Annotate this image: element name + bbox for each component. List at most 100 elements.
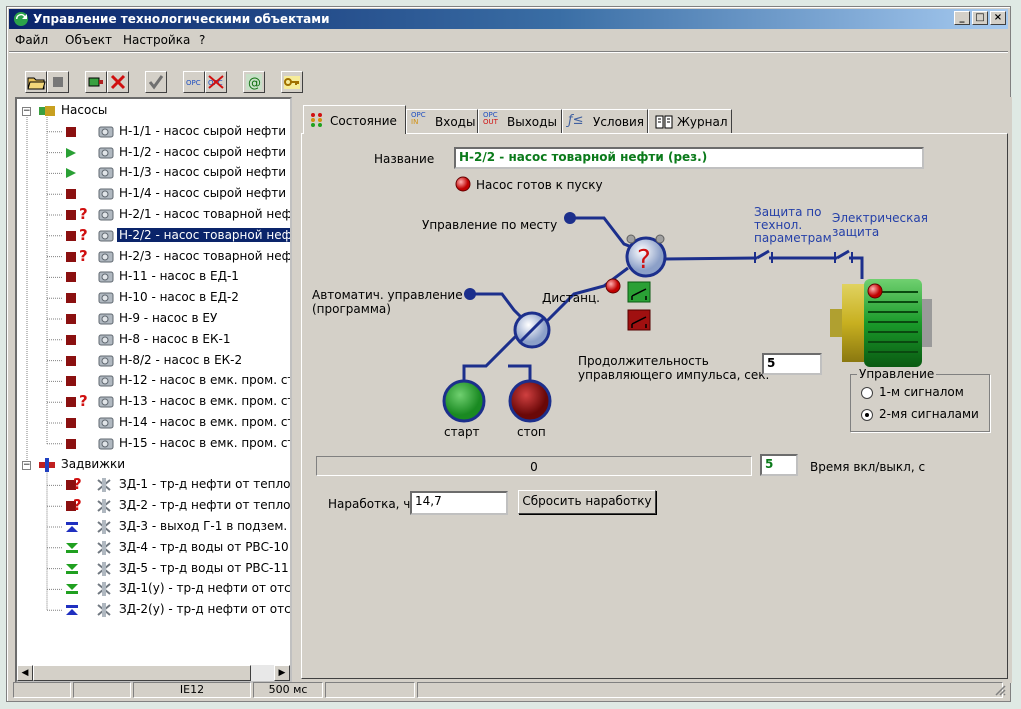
tree-item-label: ЗД-2(у) - тр-д нефти от отстой bbox=[119, 602, 291, 617]
tree-item[interactable]: Н-1/4 - насос сырой нефти (у) bbox=[17, 184, 290, 204]
stop-icon[interactable] bbox=[47, 71, 69, 93]
status-cell-5 bbox=[325, 682, 415, 698]
stopped-status-icon bbox=[65, 188, 77, 200]
tree-item-label: ЗД-1 - тр-д нефти от теплооб. bbox=[119, 477, 292, 492]
tree-item[interactable]: ?Н-2/3 - насос товарной нефти bbox=[17, 247, 290, 267]
tree-item[interactable]: Н-15 - насос в емк. пром. сток bbox=[17, 434, 290, 454]
checkmark-icon[interactable] bbox=[145, 71, 167, 93]
menu-settings[interactable]: Настройка bbox=[123, 33, 191, 47]
scroll-thumb[interactable] bbox=[33, 665, 251, 681]
menu-file[interactable]: Файл bbox=[15, 33, 49, 47]
pump-icon bbox=[97, 270, 115, 284]
tree-item[interactable]: Н-1/2 - насос сырой нефти (д) bbox=[17, 143, 290, 163]
motor-alarm-icon bbox=[867, 283, 883, 299]
resize-grip-icon[interactable] bbox=[994, 684, 1006, 696]
opc-disconnect-icon[interactable]: OPC bbox=[205, 71, 227, 93]
pulse-duration-field[interactable]: 5 bbox=[762, 353, 822, 375]
main-control-valve[interactable] bbox=[625, 236, 667, 278]
menu-object[interactable]: Объект bbox=[65, 33, 112, 47]
collapse-icon[interactable]: − bbox=[22, 459, 31, 470]
question-mark-icon: ? bbox=[79, 392, 88, 411]
tree-horizontal-scrollbar[interactable]: ◀ ▶ bbox=[17, 665, 290, 681]
tree-item[interactable]: Н-8/2 - насос в ЕК-2 bbox=[17, 351, 290, 371]
name-field[interactable]: Н-2/2 - насос товарной нефти (рез.) bbox=[454, 147, 924, 169]
valve-icon bbox=[95, 603, 113, 618]
switch-time-field[interactable]: 5 bbox=[760, 454, 798, 476]
remote-off-switch-icon[interactable] bbox=[627, 309, 651, 331]
tree-item[interactable]: Н-9 - насос в ЕУ bbox=[17, 309, 290, 329]
auto-control-label: Автоматич. управление bbox=[312, 288, 463, 302]
tree-item[interactable]: Н-1/1 - насос сырой нефти (д) bbox=[17, 122, 290, 142]
tech-protection-label-3: параметрам bbox=[754, 231, 832, 245]
at-icon[interactable]: @ bbox=[243, 71, 265, 93]
radio-one-signal-label: 1-м сигналом bbox=[879, 385, 964, 399]
stop-button[interactable] bbox=[508, 379, 552, 423]
scroll-right-icon[interactable]: ▶ bbox=[274, 665, 290, 681]
status-dots-icon bbox=[311, 113, 322, 127]
pump-icon bbox=[97, 250, 115, 264]
open-folder-icon[interactable] bbox=[25, 71, 47, 93]
maximize-button[interactable]: □ bbox=[972, 11, 988, 25]
tree-item[interactable]: ЗД-2(у) - тр-д нефти от отстой bbox=[17, 600, 290, 620]
collapse-icon[interactable]: − bbox=[22, 106, 31, 116]
tree-item[interactable]: ЗД-5 - тр-д воды от РВС-11 на bbox=[17, 559, 290, 579]
tab-log[interactable]: Журнал bbox=[648, 109, 732, 133]
tab-conditions[interactable]: ƒ≤ Условия bbox=[562, 109, 648, 133]
connect-icon[interactable] bbox=[85, 71, 107, 93]
delete-icon[interactable] bbox=[107, 71, 129, 93]
radio-one-signal[interactable] bbox=[861, 387, 873, 399]
tree-item[interactable]: ЗД-3 - выход Г-1 в подзем. ем bbox=[17, 517, 290, 537]
start-button[interactable] bbox=[442, 379, 486, 423]
auto-control-node[interactable] bbox=[464, 288, 476, 300]
start-label: старт bbox=[444, 425, 480, 439]
status-cell-interval: 500 мс bbox=[253, 682, 323, 698]
tech-protection-label-1: Защита по bbox=[754, 205, 822, 219]
pump-icon bbox=[97, 416, 115, 430]
status-cell-6 bbox=[417, 682, 1003, 698]
runtime-field[interactable]: 14,7 bbox=[410, 491, 508, 515]
pump-group-icon bbox=[37, 104, 57, 118]
close-button[interactable]: × bbox=[990, 11, 1006, 25]
tree-item[interactable]: ?Н-13 - насос в емк. пром. сток bbox=[17, 392, 290, 412]
tab-state[interactable]: Состояние bbox=[303, 105, 406, 134]
tree-item-label: Н-1/3 - насос сырой нефти (у) bbox=[119, 165, 292, 180]
valve-icon bbox=[95, 540, 113, 555]
radio-two-signals[interactable] bbox=[861, 409, 873, 421]
tree-item-label: Н-14 - насос в емк. пром. сток bbox=[119, 415, 292, 429]
tree-group-pumps[interactable]: −Насосы bbox=[17, 101, 290, 121]
tree-item[interactable]: ?ЗД-2 - тр-д нефти от теплооб. bbox=[17, 496, 290, 516]
scroll-left-icon[interactable]: ◀ bbox=[17, 665, 33, 681]
tree-item-label: Н-8 - насос в ЕК-1 bbox=[119, 331, 231, 346]
tree-item-label: Н-2/2 - насос товарной нефти bbox=[116, 226, 290, 243]
remote-on-switch-icon[interactable] bbox=[627, 281, 651, 303]
tree-item[interactable]: Н-8 - насос в ЕК-1 bbox=[17, 330, 290, 350]
tree-item[interactable]: Н-11 - насос в ЕД-1 bbox=[17, 267, 290, 287]
tree-item[interactable]: Н-1/3 - насос сырой нефти (у) bbox=[17, 163, 290, 183]
progress-value: 0 bbox=[530, 460, 538, 474]
radio-two-signals-label: 2-мя сигналами bbox=[879, 407, 979, 421]
local-control-node[interactable] bbox=[564, 212, 576, 224]
tree-item[interactable]: ЗД-4 - тр-д воды от РВС-10 на bbox=[17, 538, 290, 558]
tree-item[interactable]: ЗД-1(у) - тр-д нефти от отстой bbox=[17, 579, 290, 599]
tree-item[interactable]: ?Н-2/2 - насос товарной нефти bbox=[17, 226, 290, 246]
tree-item-label: Н-10 - насос в ЕД-2 bbox=[119, 290, 239, 305]
reset-runtime-button[interactable]: Сбросить наработку bbox=[518, 490, 656, 514]
key-icon[interactable] bbox=[281, 71, 303, 93]
pump-icon bbox=[97, 229, 115, 243]
motor-icon bbox=[830, 279, 932, 367]
tree-group-valves[interactable]: −Задвижки bbox=[17, 455, 290, 475]
minimize-button[interactable]: _ bbox=[954, 11, 970, 25]
menu-help[interactable]: ? bbox=[199, 33, 206, 47]
opc-icon[interactable]: OPC bbox=[183, 71, 205, 93]
tree-item[interactable]: ?ЗД-1 - тр-д нефти от теплооб. bbox=[17, 475, 290, 495]
control-mode-title: Управление bbox=[857, 367, 937, 381]
title-bar[interactable]: Управление технологическими объектами _ … bbox=[9, 9, 1008, 29]
tree-item-label: Н-1/1 - насос сырой нефти (д) bbox=[119, 123, 292, 138]
tree-item[interactable]: Н-12 - насос в емк. пром. сток bbox=[17, 371, 290, 391]
tree-item[interactable]: Н-10 - насос в ЕД-2 bbox=[17, 288, 290, 308]
tree-item[interactable]: Н-14 - насос в емк. пром. сток bbox=[17, 413, 290, 433]
tree-item[interactable]: ?Н-2/1 - насос товарной нефти bbox=[17, 205, 290, 225]
